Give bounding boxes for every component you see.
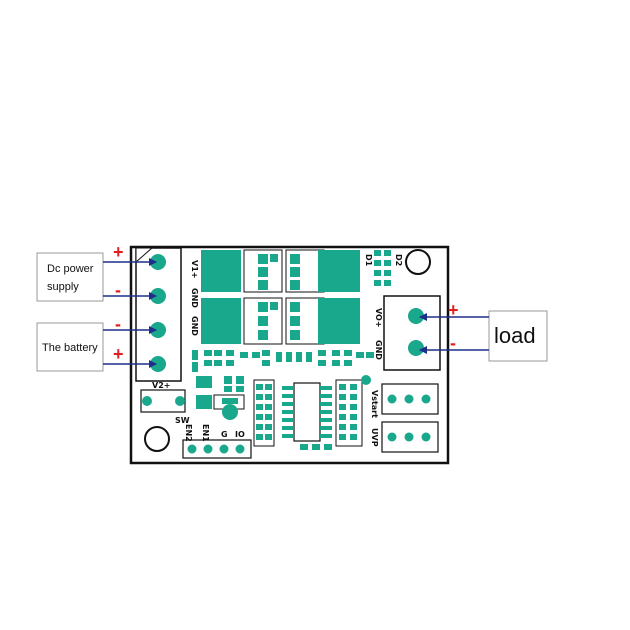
silk-g: G [221, 430, 228, 439]
silk-d2: D2 [394, 254, 403, 266]
dc-power-supply-box [36, 252, 104, 302]
silk-sw: SW [175, 416, 190, 425]
mosfet-array [201, 249, 360, 345]
battery-minus-sign: - [115, 314, 121, 334]
silk-uvp: UVP [370, 428, 379, 447]
load-box [488, 310, 548, 362]
battery-plus-sign: + [113, 344, 124, 364]
enable-header [182, 439, 252, 459]
silk-v1-plus: V1+ [190, 260, 199, 278]
vstart-pot [381, 383, 439, 415]
load-minus-sign: - [450, 333, 456, 353]
silk-gnd-top: GND [190, 288, 199, 308]
silk-vo-plus: VO+ [374, 308, 383, 328]
mounting-hole-top [405, 249, 431, 275]
silk-io: IO [235, 430, 245, 439]
power-components [196, 376, 245, 420]
battery-box [36, 322, 104, 372]
output-terminal-block [383, 295, 441, 371]
resistor-array-left [253, 379, 275, 447]
uvp-pot [381, 421, 439, 453]
diode-pads [374, 250, 391, 286]
dc-plus-sign: + [113, 242, 124, 262]
silk-en1: EN1 [201, 424, 210, 442]
dc-power-label-line2: supply [47, 281, 79, 293]
controller-ic [282, 382, 332, 442]
silk-vstart: Vstart [370, 390, 379, 418]
battery-label: The battery [42, 342, 98, 354]
silk-d1: D1 [364, 254, 373, 267]
silk-en2: EN2 [184, 424, 193, 442]
dc-minus-sign: - [115, 280, 121, 300]
silk-v2-plus: V2+ [152, 381, 170, 390]
input-terminal-block [135, 247, 182, 382]
mounting-hole-bottom [144, 426, 170, 452]
smd-pad-row [192, 350, 374, 372]
resistor-array-right [335, 375, 371, 447]
dc-power-label-line1: Dc power [47, 263, 94, 275]
silk-gnd-out: GND [374, 340, 383, 360]
load-label: load [494, 323, 536, 348]
silk-gnd-mid: GND [190, 316, 199, 336]
load-plus-sign: + [448, 300, 459, 320]
